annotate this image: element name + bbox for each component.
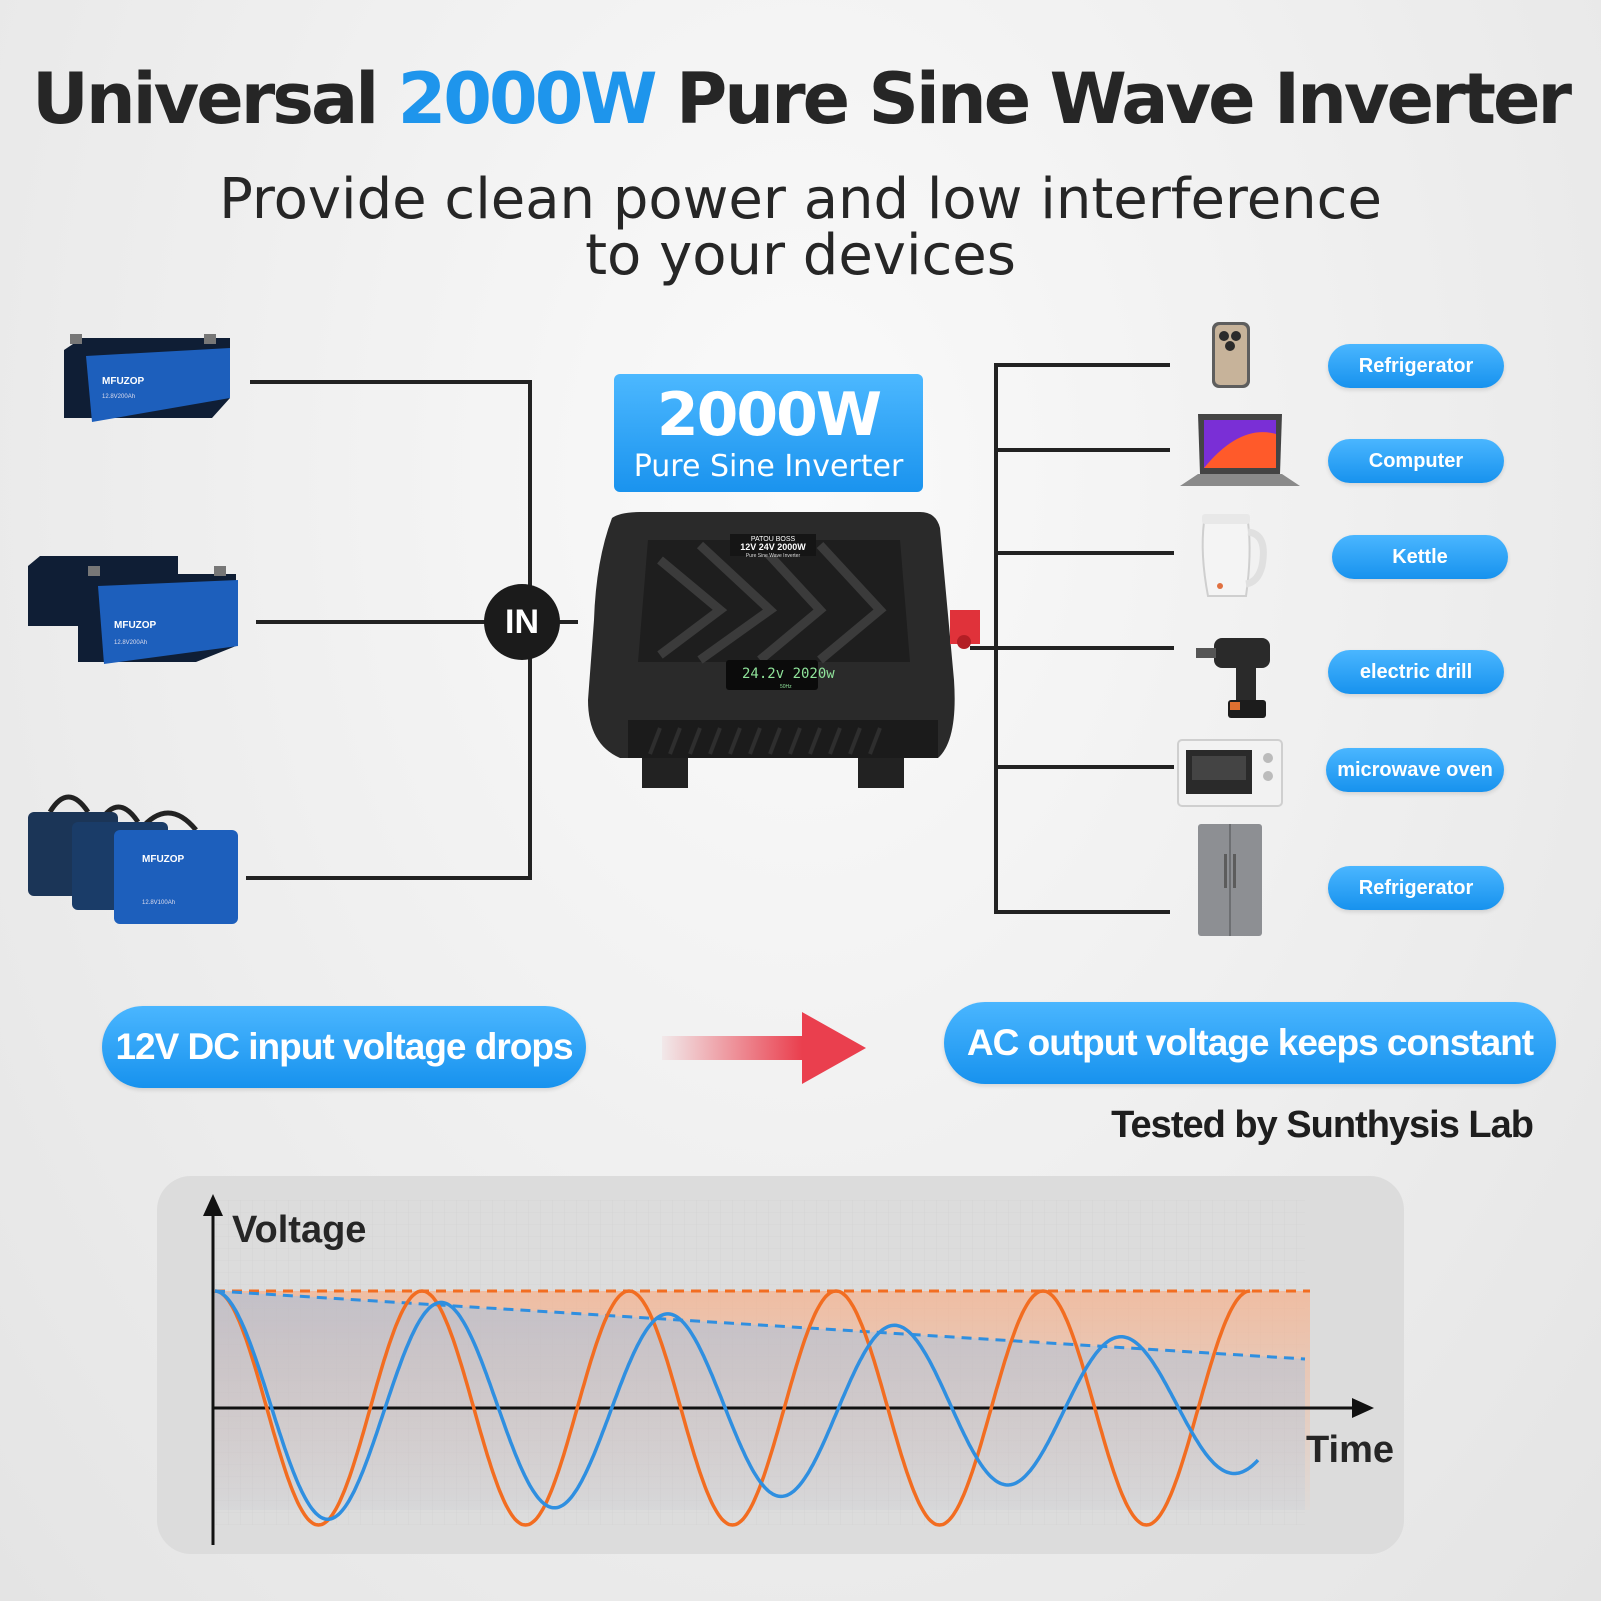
x-axis-label: Time: [1306, 1429, 1394, 1471]
battery-brand-3: MFUZOP: [142, 854, 185, 865]
inverter-model: 12V 24V 2000W: [740, 542, 806, 552]
output-bus: [994, 363, 1170, 914]
subtitle: Provide clean power and low interference…: [0, 172, 1601, 284]
battery-pack-icon: MFUZOP 12.8V200Ah: [28, 556, 238, 664]
series-dc-input: [214, 1289, 1260, 1522]
y-axis-label: Voltage: [232, 1209, 366, 1251]
series-ac-output: [214, 1289, 1251, 1527]
drill-icon: [1196, 638, 1270, 718]
inverter-brand: PATOU BOSS: [751, 536, 796, 543]
fridge-icon: [1198, 824, 1262, 936]
page-title: Universal 2000W Pure Sine Wave Inverter: [0, 58, 1601, 140]
blue-envelope-line: [214, 1289, 1306, 1361]
title-post: Pure Sine Wave Inverter: [676, 58, 1572, 140]
inverter-desc: Pure Sine Wave Inverter: [746, 553, 801, 559]
microwave-icon: [1177, 739, 1283, 807]
battery-brand-1: MFUZOP: [102, 376, 145, 387]
y-axis-arrow: [203, 1194, 223, 1216]
battery-rating-1: 12.8V200Ah: [102, 394, 135, 400]
title-accent: 2000W: [397, 58, 658, 140]
device-label-kettle: Kettle: [1332, 535, 1508, 579]
arrow-right-icon: [662, 1012, 866, 1084]
battery-bank-icon: MFUZOP 12.8V100Ah: [28, 794, 238, 924]
device-label-drill: electric drill: [1328, 650, 1504, 694]
inverter-display: 24.2v 2020w: [742, 666, 835, 682]
laptop-icon: [1180, 414, 1300, 486]
battery-icon: MFUZOP 12.8V200Ah: [64, 334, 230, 422]
badge-type: Pure Sine Inverter: [633, 449, 904, 484]
x-axis-arrow: [1352, 1398, 1374, 1418]
power-badge: 2000W Pure Sine Inverter: [614, 374, 923, 492]
subtitle-line-2: to your devices: [585, 223, 1016, 288]
device-label-refrigerator: Refrigerator: [1328, 344, 1504, 388]
input-node: IN: [484, 584, 560, 660]
output-voltage-label: AC output voltage keeps constant: [944, 1002, 1556, 1084]
input-voltage-label: 12V DC input voltage drops: [102, 1006, 586, 1088]
battery-rating-2: 12.8V200Ah: [114, 640, 147, 646]
subtitle-line-1: Provide clean power and low interference: [219, 167, 1382, 232]
title-pre: Universal: [32, 58, 379, 140]
battery-rating-3: 12.8V100Ah: [142, 900, 175, 906]
battery-brand-2: MFUZOP: [114, 620, 157, 631]
kettle-icon: [1201, 514, 1267, 597]
inverter-icon: PATOU BOSS 12V 24V 2000W Pure Sine Wave …: [588, 512, 980, 788]
device-label-computer: Computer: [1328, 439, 1504, 483]
tested-by-label: Tested by Sunthysis Lab: [1111, 1104, 1534, 1146]
device-label-microwave: microwave oven: [1326, 748, 1504, 792]
inverter-freq: 50Hz: [780, 684, 792, 690]
smartphone-icon: [1212, 322, 1250, 388]
badge-watt: 2000W: [656, 380, 882, 450]
device-label-refrigerator-2: Refrigerator: [1328, 866, 1504, 910]
